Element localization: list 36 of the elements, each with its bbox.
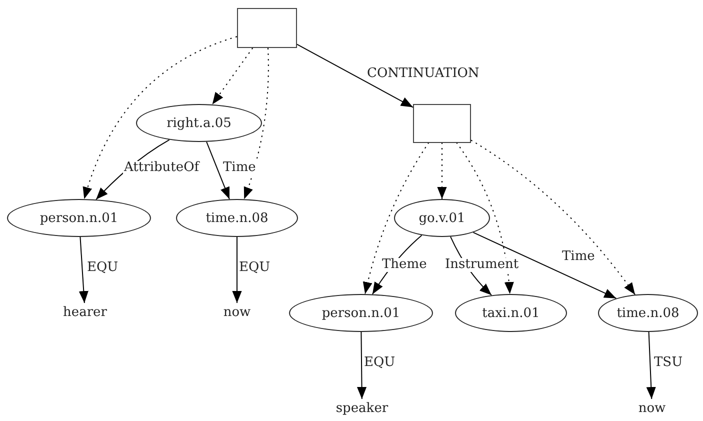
- constant-label: now: [638, 400, 666, 416]
- arrow: [78, 236, 88, 304]
- edge-label: EQU: [86, 261, 120, 275]
- dotted-arrow: [83, 36, 238, 200]
- drs-box: [413, 104, 471, 142]
- concept-ellipse: [394, 199, 490, 237]
- node-label: person.n.01: [40, 210, 118, 226]
- node-label: taxi.n.01: [482, 306, 540, 320]
- drs-box: [237, 8, 297, 48]
- dotted-arrow: [456, 142, 514, 294]
- node-label: go.v.01: [418, 210, 466, 226]
- constant-label: hearer: [63, 304, 107, 320]
- edge-label: Time: [222, 161, 257, 175]
- arrow: [646, 332, 656, 400]
- dotted-arrow: [470, 140, 636, 296]
- edge-label: Instrument: [444, 258, 520, 272]
- node-label: time.n.08: [206, 210, 268, 226]
- edge-label: AttributeOf: [123, 161, 200, 175]
- arrow: [232, 236, 242, 304]
- constant-label: now: [223, 304, 251, 320]
- concept-ellipse: [136, 104, 262, 142]
- arrow: [356, 332, 367, 400]
- dotted-arrow: [244, 48, 269, 200]
- dotted-arrow: [212, 48, 254, 105]
- node-label: person.n.01: [322, 306, 400, 320]
- constant-label: speaker: [336, 400, 388, 416]
- dotted-arrow: [363, 142, 430, 295]
- node-label: time.n.08: [616, 306, 680, 320]
- arrow: [472, 232, 617, 299]
- edge-label: EQU: [238, 261, 272, 275]
- arrow: [296, 44, 414, 108]
- edge-label: EQU: [363, 356, 396, 370]
- dotted-arrow: [437, 142, 447, 200]
- node-label: right.a.05: [166, 116, 232, 130]
- arrow: [206, 141, 230, 200]
- edge-label: Theme: [381, 258, 428, 272]
